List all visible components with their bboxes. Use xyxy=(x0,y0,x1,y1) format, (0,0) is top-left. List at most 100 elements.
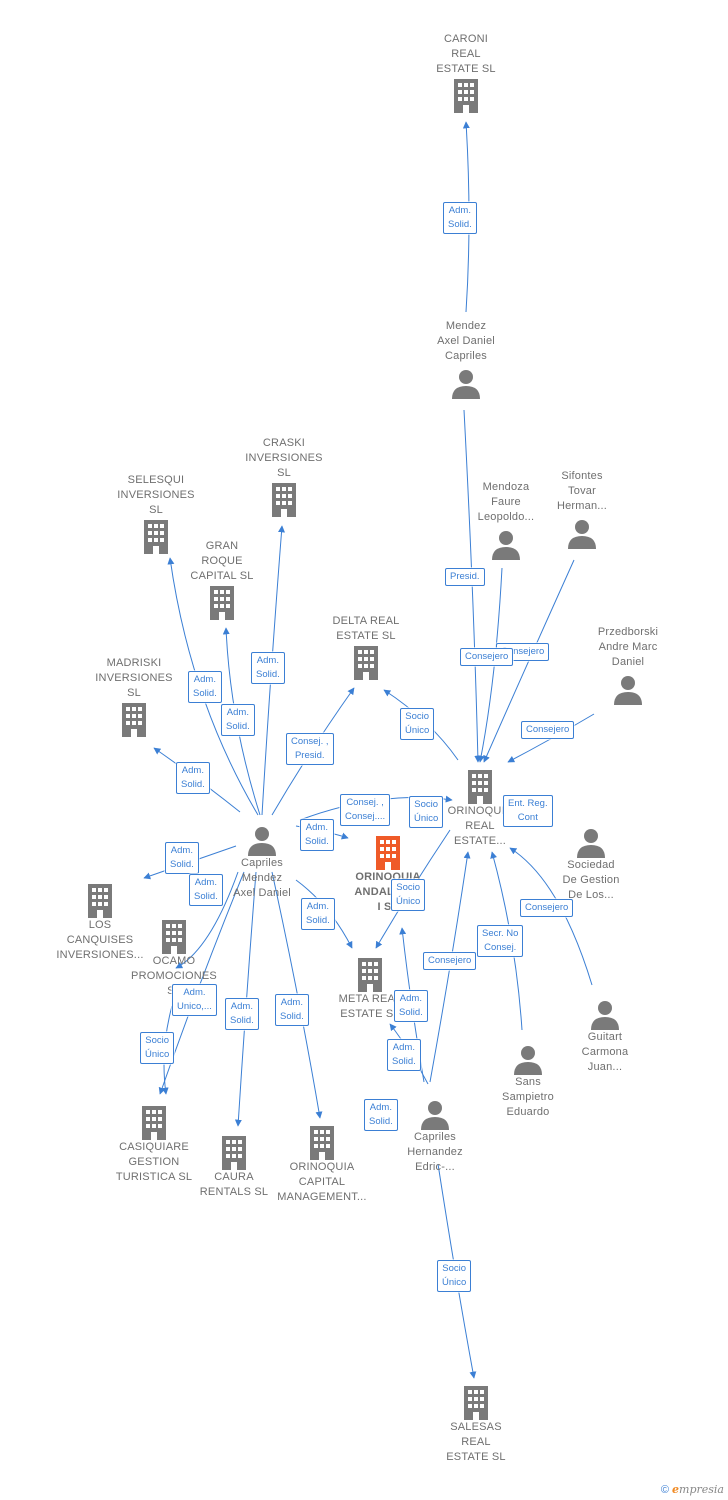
person-icon xyxy=(492,531,520,560)
node-orinoquia-real-estate[interactable]: ORINOQUIA REAL ESTATE... xyxy=(432,768,528,849)
node-label: ORINOQUIA REAL ESTATE... xyxy=(447,805,513,847)
edge-label[interactable]: Adm. Solid. xyxy=(176,762,210,794)
person-icon xyxy=(614,676,642,705)
node-capriles-hernandez[interactable]: Capriles Hernandez Edric-... xyxy=(387,1098,483,1175)
building-icon xyxy=(144,520,168,554)
node-label: Sans Sampietro Eduardo xyxy=(502,1076,554,1118)
edge-label[interactable]: Adm. Solid. xyxy=(394,990,428,1022)
node-sifontes[interactable]: Sifontes Tovar Herman... xyxy=(534,469,630,549)
building-icon xyxy=(222,1136,246,1170)
edge-label[interactable]: Ent. Reg. Cont xyxy=(503,795,553,827)
node-capriles-mendez[interactable]: Capriles Mendez Axel Daniel xyxy=(214,824,310,901)
building-icon xyxy=(468,770,492,804)
node-label: SALESAS REAL ESTATE SL xyxy=(446,1421,506,1463)
building-icon xyxy=(142,1106,166,1140)
edge-label[interactable]: Adm. Solid. xyxy=(300,819,334,851)
node-guitart[interactable]: Guitart Carmona Juan... xyxy=(557,998,653,1075)
node-salesas[interactable]: SALESAS REAL ESTATE SL xyxy=(428,1384,524,1465)
node-label: CARONI REAL ESTATE SL xyxy=(436,33,496,75)
node-label: ORINOQUIA CAPITAL MANAGEMENT... xyxy=(277,1161,367,1203)
edge-label[interactable]: Socio Único xyxy=(140,1032,175,1064)
edge-label[interactable]: Socio Único xyxy=(437,1260,472,1292)
edge-label[interactable]: Presid. xyxy=(445,568,485,586)
node-ocamo[interactable]: OCAMO PROMOCIONES SL xyxy=(126,918,222,999)
edge-label[interactable]: Adm. Solid. xyxy=(221,704,255,736)
node-label: Capriles Hernandez Edric-... xyxy=(407,1131,463,1173)
node-label: CAURA RENTALS SL xyxy=(199,1171,269,1198)
node-label: CASIQUIARE GESTION TURISTICA SL xyxy=(115,1141,193,1183)
node-madriski[interactable]: MADRISKI INVERSIONES SL xyxy=(86,656,182,737)
node-caura[interactable]: CAURA RENTALS SL xyxy=(186,1134,282,1200)
person-icon xyxy=(514,1046,542,1075)
edge-label[interactable]: Adm. Solid. xyxy=(165,842,199,874)
empresia-logo: empresia xyxy=(672,1483,724,1496)
edge-label[interactable]: Adm. Solid. xyxy=(189,874,223,906)
edge-label[interactable]: Adm. Solid. xyxy=(251,652,285,684)
person-icon xyxy=(568,520,596,549)
edge-label[interactable]: Socio Único xyxy=(409,796,444,828)
edge-label[interactable]: Consejero xyxy=(460,648,514,666)
node-los-canquises[interactable]: LOS CANQUISES INVERSIONES... xyxy=(50,882,150,963)
edge-label[interactable]: Consejero xyxy=(423,952,477,970)
node-casiquiare[interactable]: CASIQUIARE GESTION TURISTICA SL xyxy=(106,1104,202,1185)
edge-mendez-orinoquia-re xyxy=(463,409,482,763)
edge-label[interactable]: Consejero xyxy=(520,899,574,917)
node-label: CRASKI INVERSIONES SL xyxy=(245,437,323,479)
node-sociedad[interactable]: Sociedad De Gestion De Los... xyxy=(543,826,639,903)
edge-label[interactable]: Socio Único xyxy=(391,879,426,911)
person-icon xyxy=(421,1101,449,1130)
building-icon xyxy=(162,920,186,954)
building-icon xyxy=(210,586,234,620)
edge-label[interactable]: Adm. Solid. xyxy=(188,671,222,703)
building-icon xyxy=(454,79,478,113)
copyright-symbol: © xyxy=(660,1483,670,1496)
edge-sifontes-orinoquia-re xyxy=(483,559,575,763)
edge-label[interactable]: Consejero xyxy=(521,721,575,739)
edge-label[interactable]: Adm. Unico,... xyxy=(172,984,217,1016)
edge-label[interactable]: Consej. , Presid. xyxy=(286,733,334,765)
edge-label[interactable]: Adm. Solid. xyxy=(301,898,335,930)
node-label: Sifontes Tovar Herman... xyxy=(556,470,608,512)
node-label: Mendoza Faure Leopoldo... xyxy=(477,481,535,523)
building-icon xyxy=(272,483,296,517)
edge-label[interactable]: Socio Único xyxy=(400,708,435,740)
person-icon xyxy=(577,829,605,858)
node-orinoquia-capital[interactable]: ORINOQUIA CAPITAL MANAGEMENT... xyxy=(268,1124,376,1205)
edge-przedborski-orinoquia-re xyxy=(507,713,595,763)
edge-label[interactable]: Adm. Solid. xyxy=(443,202,477,234)
node-mendez-axel[interactable]: Mendez Axel Daniel Capriles xyxy=(418,319,514,399)
node-label: Przedborski Andre Marc Daniel xyxy=(597,626,659,668)
building-icon xyxy=(376,836,400,870)
building-icon xyxy=(310,1126,334,1160)
node-craski[interactable]: CRASKI INVERSIONES SL xyxy=(236,436,332,517)
edge-label[interactable]: Secr. No Consej. xyxy=(477,925,524,957)
node-przedborski[interactable]: Przedborski Andre Marc Daniel xyxy=(580,625,676,705)
edge-capriles-casiquiare xyxy=(158,871,245,1095)
building-icon xyxy=(88,884,112,918)
person-icon xyxy=(452,370,480,399)
node-label: Sociedad De Gestion De Los... xyxy=(562,859,620,901)
edge-label[interactable]: Adm. Solid. xyxy=(364,1099,398,1131)
node-label: GRAN ROQUE CAPITAL SL xyxy=(190,540,254,582)
node-selesqui[interactable]: SELESQUI INVERSIONES SL xyxy=(108,473,204,554)
node-mendoza[interactable]: Mendoza Faure Leopoldo... xyxy=(458,480,554,560)
node-sans[interactable]: Sans Sampietro Eduardo xyxy=(480,1043,576,1120)
node-label: MADRISKI INVERSIONES SL xyxy=(95,657,173,699)
node-label: Mendez Axel Daniel Capriles xyxy=(437,320,495,362)
building-icon xyxy=(122,703,146,737)
edge-label[interactable]: Adm. Solid. xyxy=(387,1039,421,1071)
edge-label[interactable]: Consej. , Consej.... xyxy=(340,794,391,826)
person-icon xyxy=(248,827,276,856)
node-gran-roque[interactable]: GRAN ROQUE CAPITAL SL xyxy=(174,539,270,620)
edge-capriles-ocamo xyxy=(175,871,239,969)
footer-brand: © empresia xyxy=(661,1483,724,1496)
node-label: LOS CANQUISES INVERSIONES... xyxy=(56,919,144,961)
node-delta[interactable]: DELTA REAL ESTATE SL xyxy=(318,614,414,680)
node-label: DELTA REAL ESTATE SL xyxy=(332,615,400,642)
edge-label[interactable]: Adm. Solid. xyxy=(225,998,259,1030)
node-label: SELESQUI INVERSIONES SL xyxy=(117,474,195,516)
node-caroni[interactable]: CARONI REAL ESTATE SL xyxy=(418,32,514,113)
edge-label[interactable]: Adm. Solid. xyxy=(275,994,309,1026)
node-label: META REAL ESTATE SL xyxy=(338,993,402,1020)
